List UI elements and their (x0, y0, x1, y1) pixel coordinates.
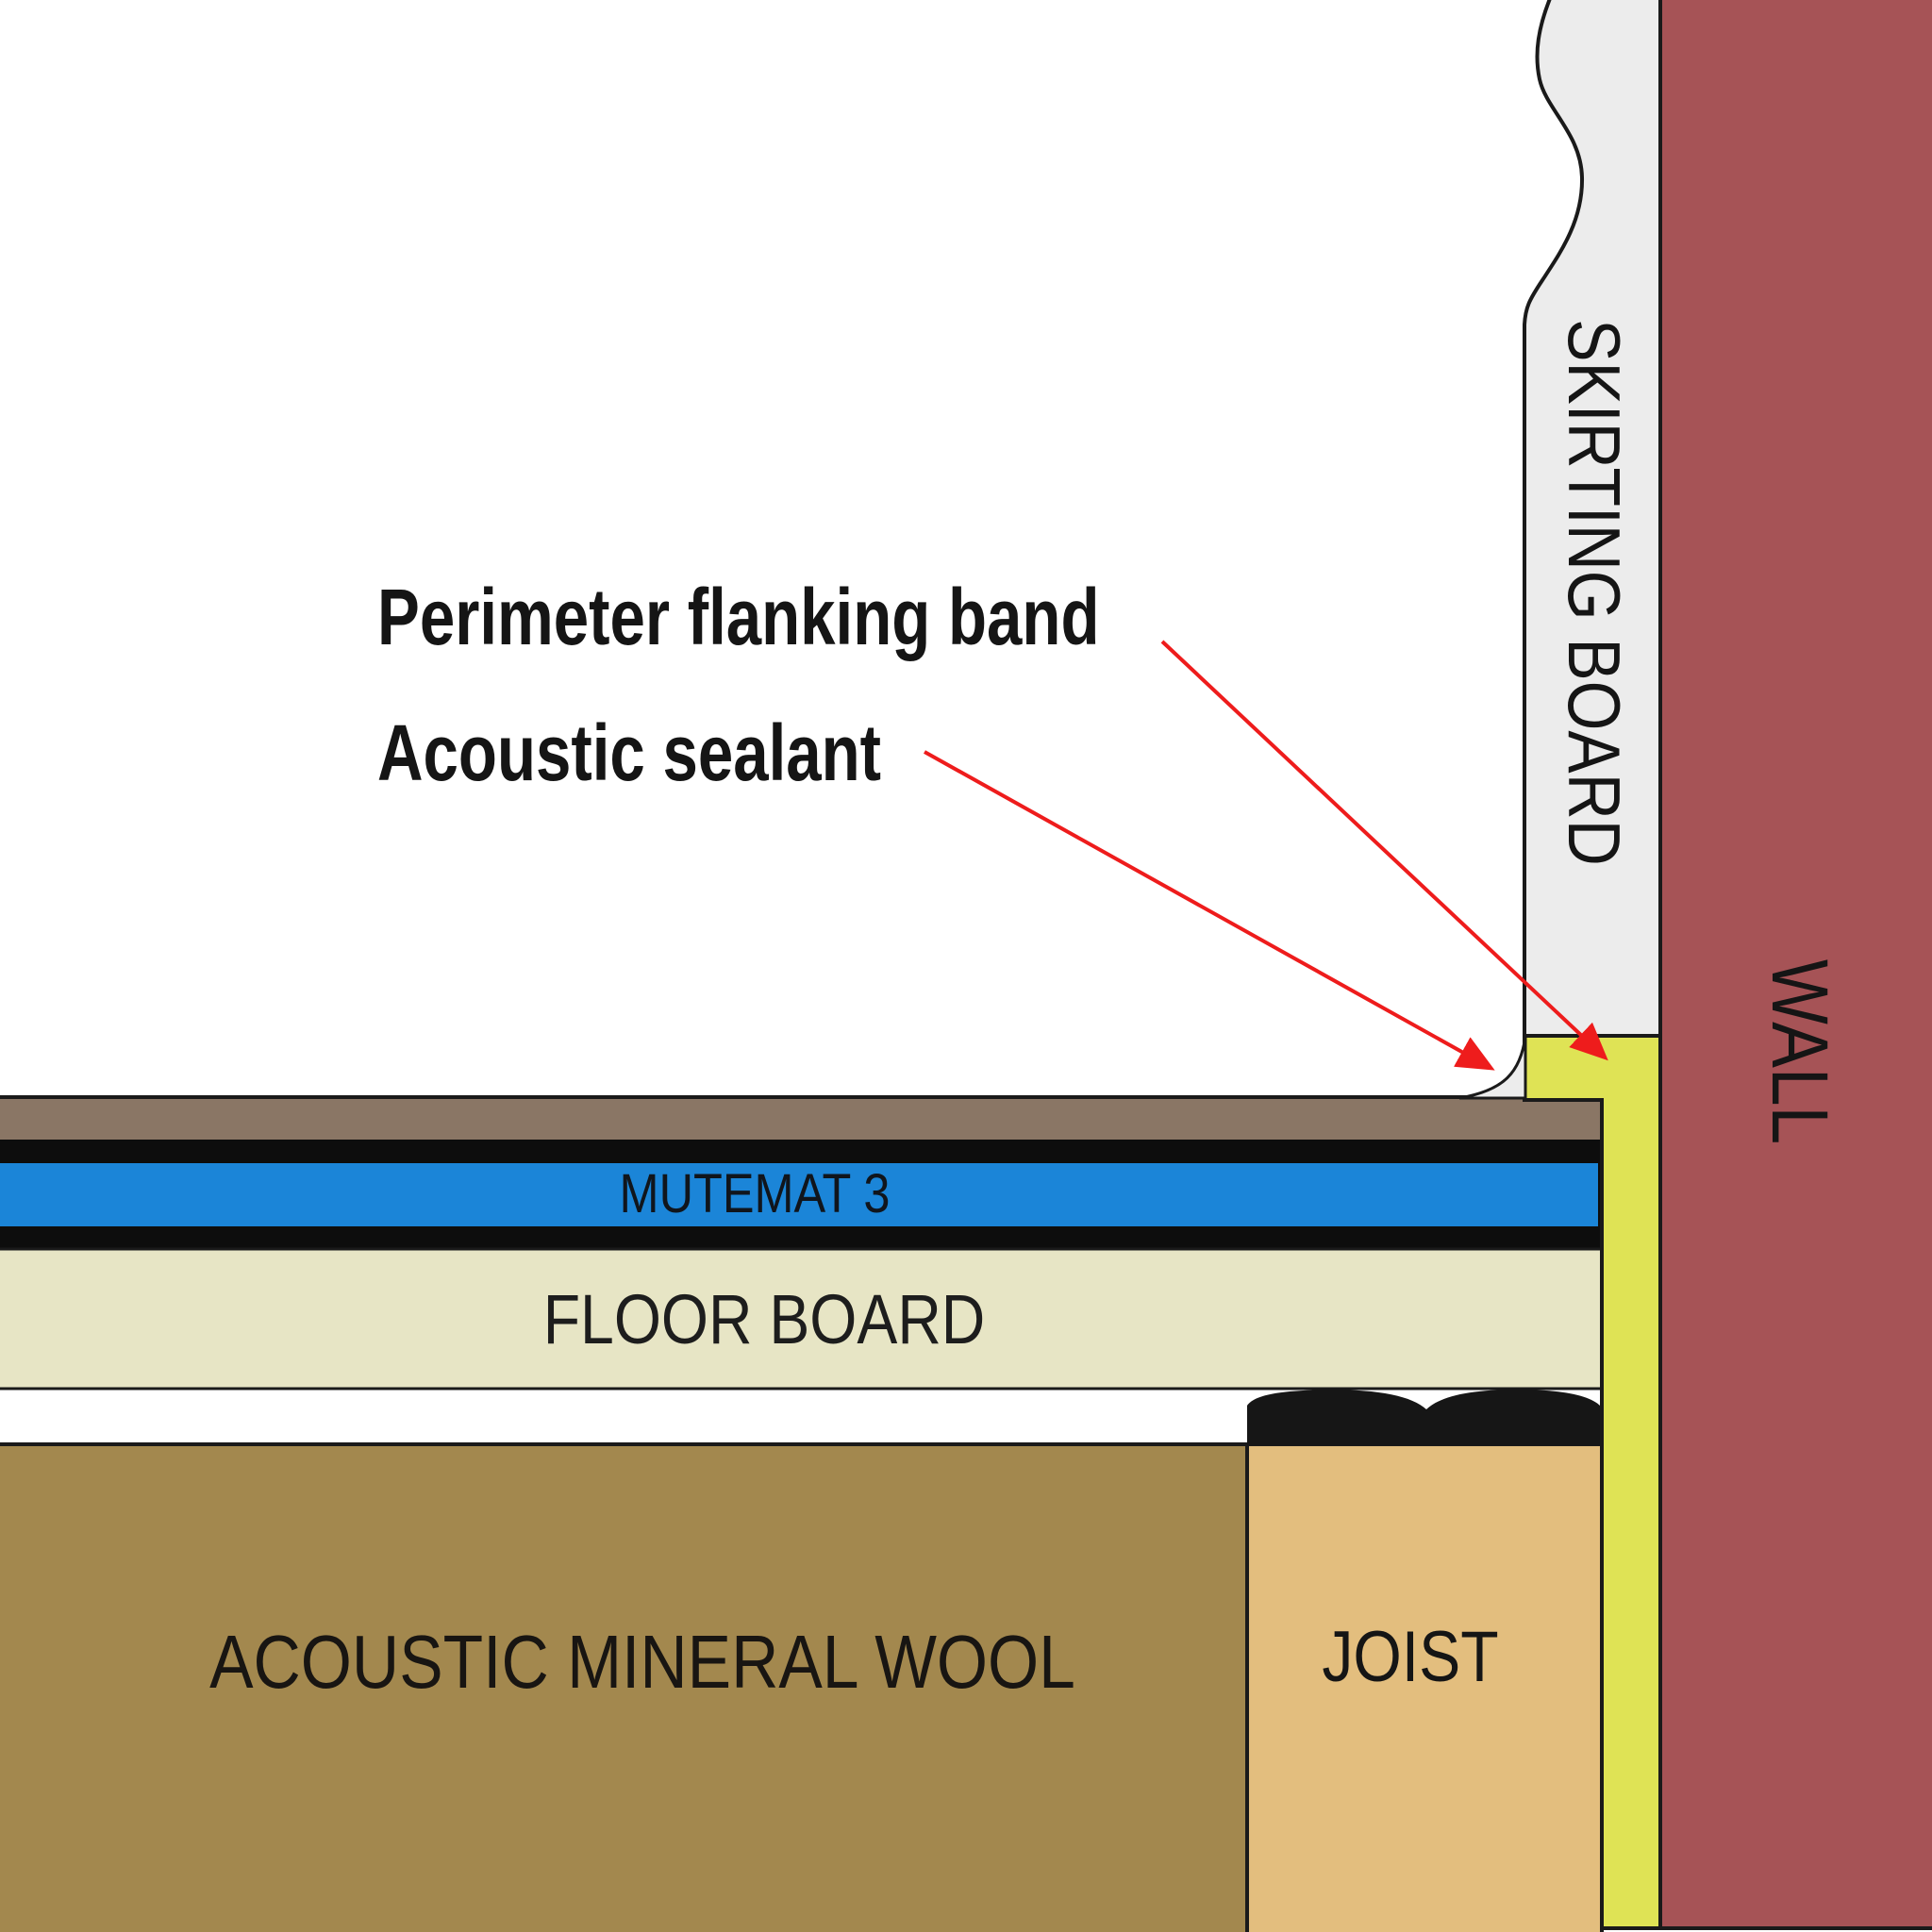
joist-label: JOIST (1322, 1617, 1499, 1697)
mineral-wool-label: ACOUSTIC MINERAL WOOL (209, 1620, 1075, 1704)
skirting-board-label: SKIRTING BOARD (1553, 319, 1636, 866)
wall-label: WALL (1756, 958, 1844, 1145)
perimeter-band-arrow (1160, 640, 1608, 1061)
mutemat-layer-label: MUTEMAT 3 (619, 1163, 891, 1224)
acoustic-sealant-arrow (924, 750, 1495, 1071)
joist-resilient-strips (1247, 1390, 1602, 1445)
floor-covering-layer (0, 1095, 1604, 1143)
acoustic-sealant-fillet (1458, 1035, 1527, 1100)
skirting-board-shape (1523, 0, 1662, 1038)
floor-board-layer (0, 1247, 1604, 1391)
acoustic-sealant-label: Acoustic sealant (377, 708, 882, 797)
mutemat-layer (0, 1163, 1598, 1226)
joist-block (1245, 1442, 1604, 1932)
perimeter-flanking-band-label: Perimeter flanking band (377, 573, 1100, 661)
mineral-wool-block (0, 1442, 1249, 1932)
floor-board-label: FLOOR BOARD (542, 1280, 986, 1358)
wall-block (1658, 0, 1932, 1930)
